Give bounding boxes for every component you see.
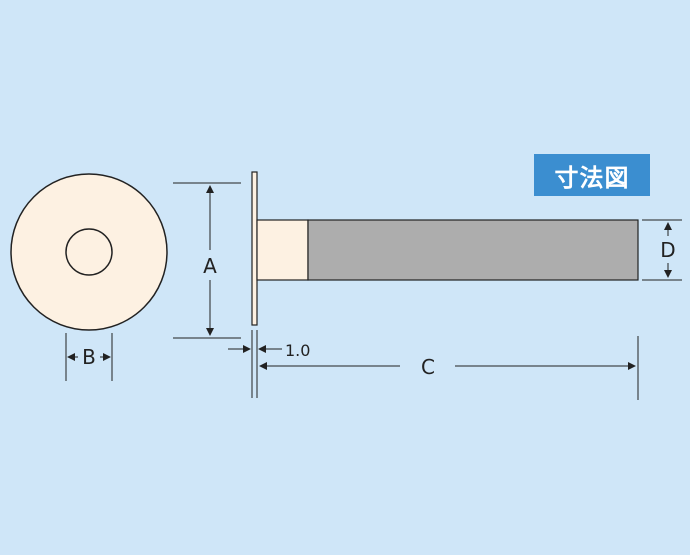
dimension-b: B [65,333,113,381]
front-view [10,173,168,331]
head-plate [251,171,258,326]
title-badge: 寸法図 [534,154,650,196]
label-thickness: 1.0 [285,341,310,360]
hole-circle [65,228,113,276]
dimension-a: A [173,182,241,339]
label-b: B [82,345,96,369]
label-d: D [660,238,675,262]
dimension-d: D [642,219,682,281]
label-a: A [203,254,217,278]
label-c: C [421,355,435,379]
side-view [251,171,639,326]
dimension-c: C [259,336,639,400]
dimension-thickness: 1.0 [228,330,310,398]
collar [256,219,309,281]
shaft [307,219,639,281]
